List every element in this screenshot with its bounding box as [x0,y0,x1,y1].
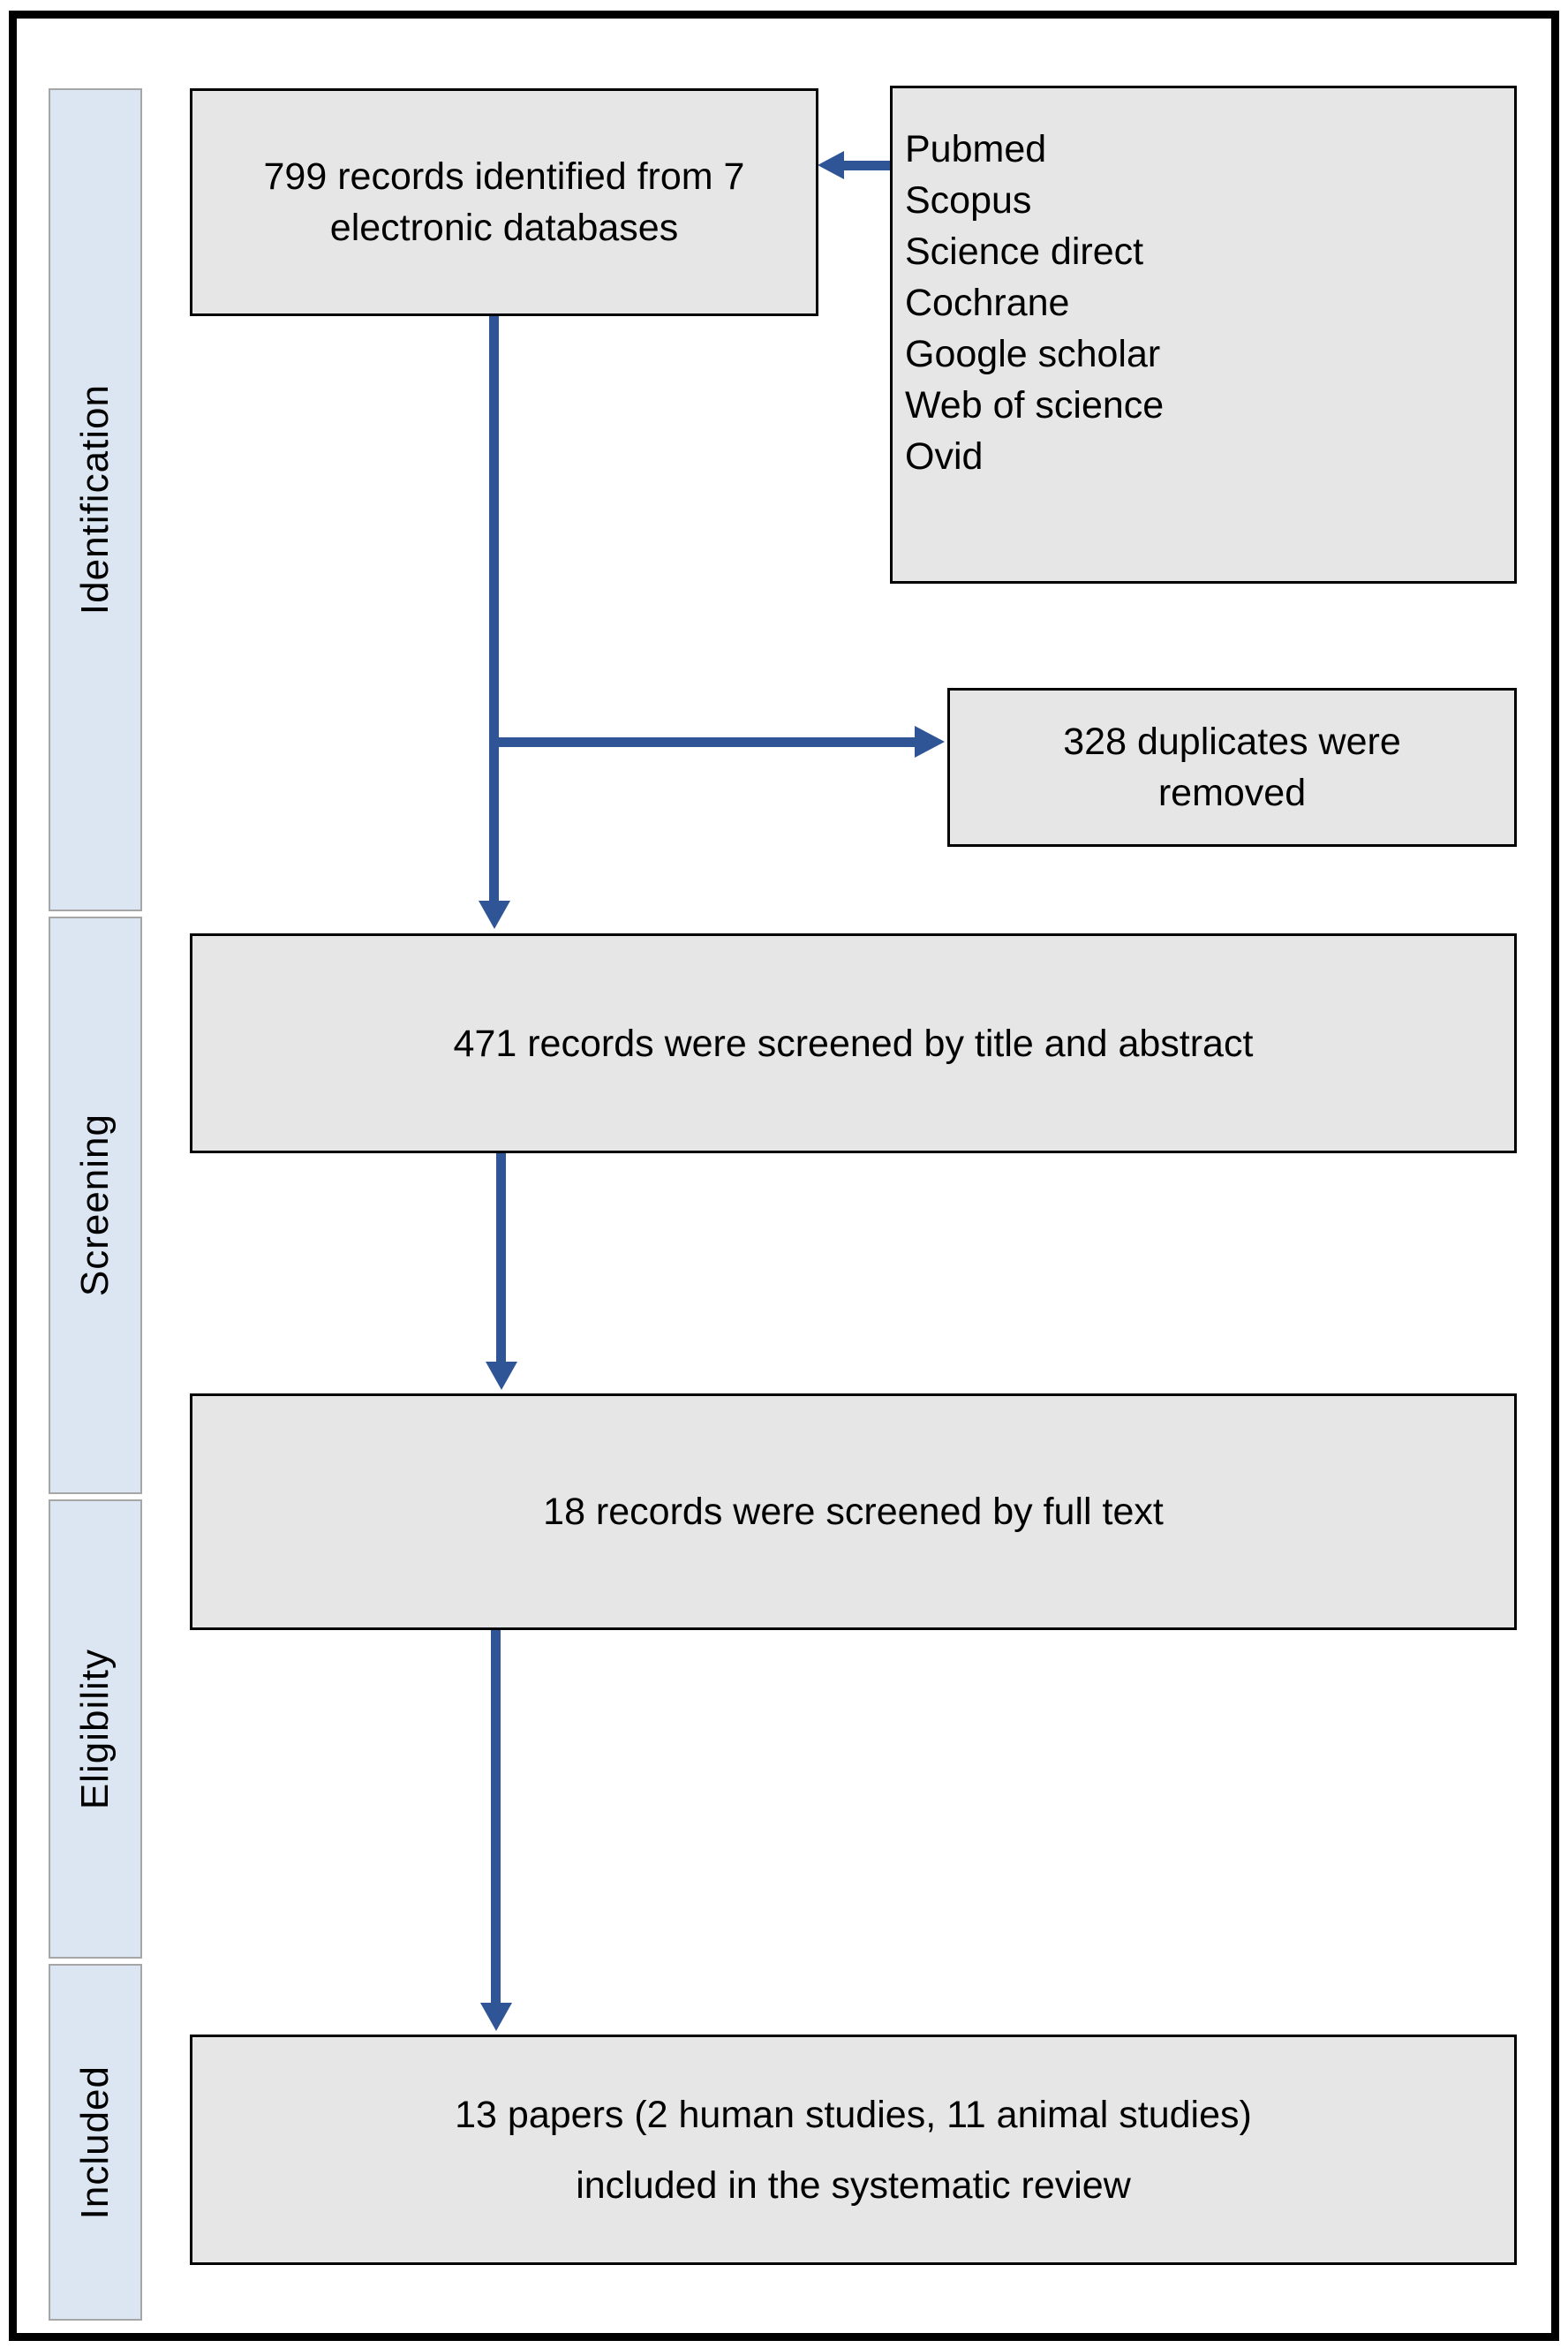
arrow-duplicates-branch-line [489,737,915,747]
included-review-line-2: included in the systematic review [576,2163,1131,2207]
connector-fulltext-to-included-head-icon [480,2003,512,2031]
arrow-databases-to-records-line [844,161,890,170]
stage-label-screening: Screening [73,1114,117,1297]
duplicates-removed-line-1: 328 duplicates were [1063,721,1401,763]
connector-records-to-screening-head-icon [479,901,510,929]
sidebar-stage-included: Included [49,1964,142,2321]
connector-fulltext-to-included-line [491,1630,501,2003]
records-identified-line-1: 799 records identified from 7 [263,155,745,198]
stage-label-eligibility: Eligibility [73,1648,117,1810]
sidebar-stage-screening: Screening [49,917,142,1494]
included-review-line-1: 13 papers (2 human studies, 11 animal st… [455,2093,1252,2136]
databases-box: Pubmed Scopus Science direct Cochrane Go… [890,86,1517,584]
connector-records-to-screening-line [489,316,499,901]
screened-full-text-text: 18 records were screened by full text [543,1491,1164,1533]
sidebar-stage-identification: Identification [49,88,142,911]
arrow-databases-to-records-head-icon [818,151,844,179]
arrow-duplicates-branch-head-icon [915,726,945,758]
page-border [9,11,1559,2341]
connector-title-to-fulltext-line [496,1153,506,1362]
stage-label-included: Included [73,2065,117,2220]
stage-label-identification: Identification [73,384,117,615]
screened-full-text-box: 18 records were screened by full text [190,1393,1517,1630]
records-identified-box: 799 records identified from 7 electronic… [190,88,818,316]
connector-title-to-fulltext-head-icon [486,1362,517,1390]
database-item-pubmed: Pubmed [905,128,1047,170]
records-identified-line-2: electronic databases [329,207,679,249]
duplicates-removed-box: 328 duplicates were removed [947,688,1517,847]
sidebar-stage-eligibility: Eligibility [49,1499,142,1959]
database-item-google-scholar: Google scholar [905,333,1161,375]
database-item-web-of-science: Web of science [905,384,1165,427]
database-item-cochrane: Cochrane [905,282,1070,324]
duplicates-removed-line-2: removed [1157,772,1307,814]
screened-title-abstract-text: 471 records were screened by title and a… [453,1022,1254,1065]
included-review-box: 13 papers (2 human studies, 11 animal st… [190,2035,1517,2265]
database-item-ovid: Ovid [905,435,984,478]
database-item-scopus: Scopus [905,179,1032,222]
database-item-science-direct: Science direct [905,230,1144,273]
screened-title-abstract-box: 471 records were screened by title and a… [190,933,1517,1153]
